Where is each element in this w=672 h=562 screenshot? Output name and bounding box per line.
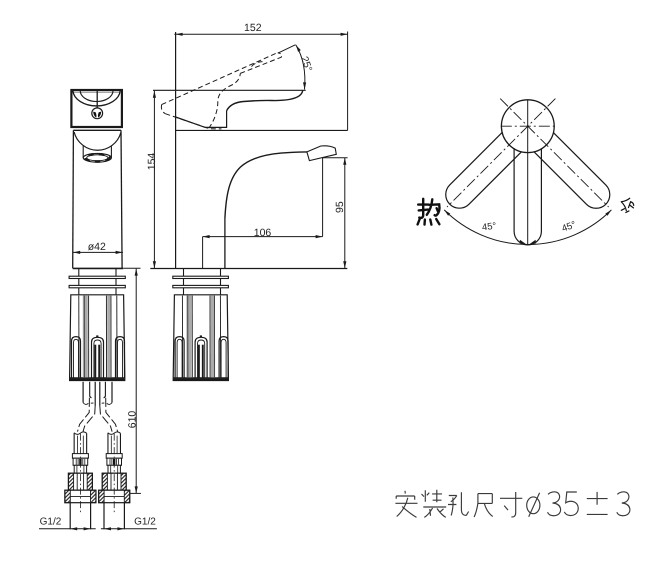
svg-text:610: 610 [127, 411, 139, 429]
svg-text:G1/2: G1/2 [134, 516, 156, 527]
svg-text:45°: 45° [560, 219, 577, 234]
svg-text:95: 95 [334, 201, 346, 213]
svg-text:106: 106 [254, 227, 272, 239]
svg-text:154: 154 [146, 153, 158, 171]
svg-text:25°: 25° [298, 55, 314, 73]
svg-text:ø42: ø42 [88, 241, 106, 253]
svg-text:152: 152 [244, 22, 262, 34]
svg-text:G1/2: G1/2 [40, 516, 62, 527]
svg-text:45°: 45° [481, 221, 497, 234]
